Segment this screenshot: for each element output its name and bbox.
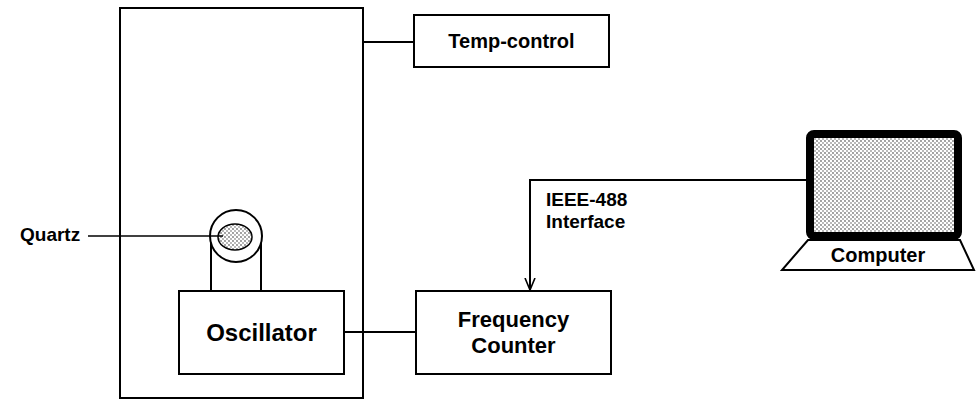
node-text: Frequency Counter [439, 307, 589, 358]
node-text: Temp-control [448, 30, 574, 53]
quartz-crystal [218, 224, 252, 250]
laptop-screen [810, 134, 958, 236]
thermostat-housing [120, 8, 363, 398]
signal-wire [345, 331, 415, 333]
temp-control-box: Temp-control [413, 14, 610, 68]
interface-label: IEEE-488 Interface [544, 188, 652, 234]
node-text: Computer [831, 244, 925, 267]
data-link-arrow [530, 180, 810, 290]
node-text: Oscillator [206, 319, 317, 347]
quartz-leader-line [88, 235, 223, 237]
laptop-base [782, 240, 974, 270]
laptop-text-area: Computer [800, 241, 956, 270]
temp-control-wire [363, 41, 413, 43]
oscillator-box: Oscillator [178, 290, 345, 375]
frequency-counter-box: Frequency Counter [415, 290, 612, 375]
part-label: Quartz [18, 223, 82, 247]
computer-laptop: Computer [780, 128, 976, 272]
